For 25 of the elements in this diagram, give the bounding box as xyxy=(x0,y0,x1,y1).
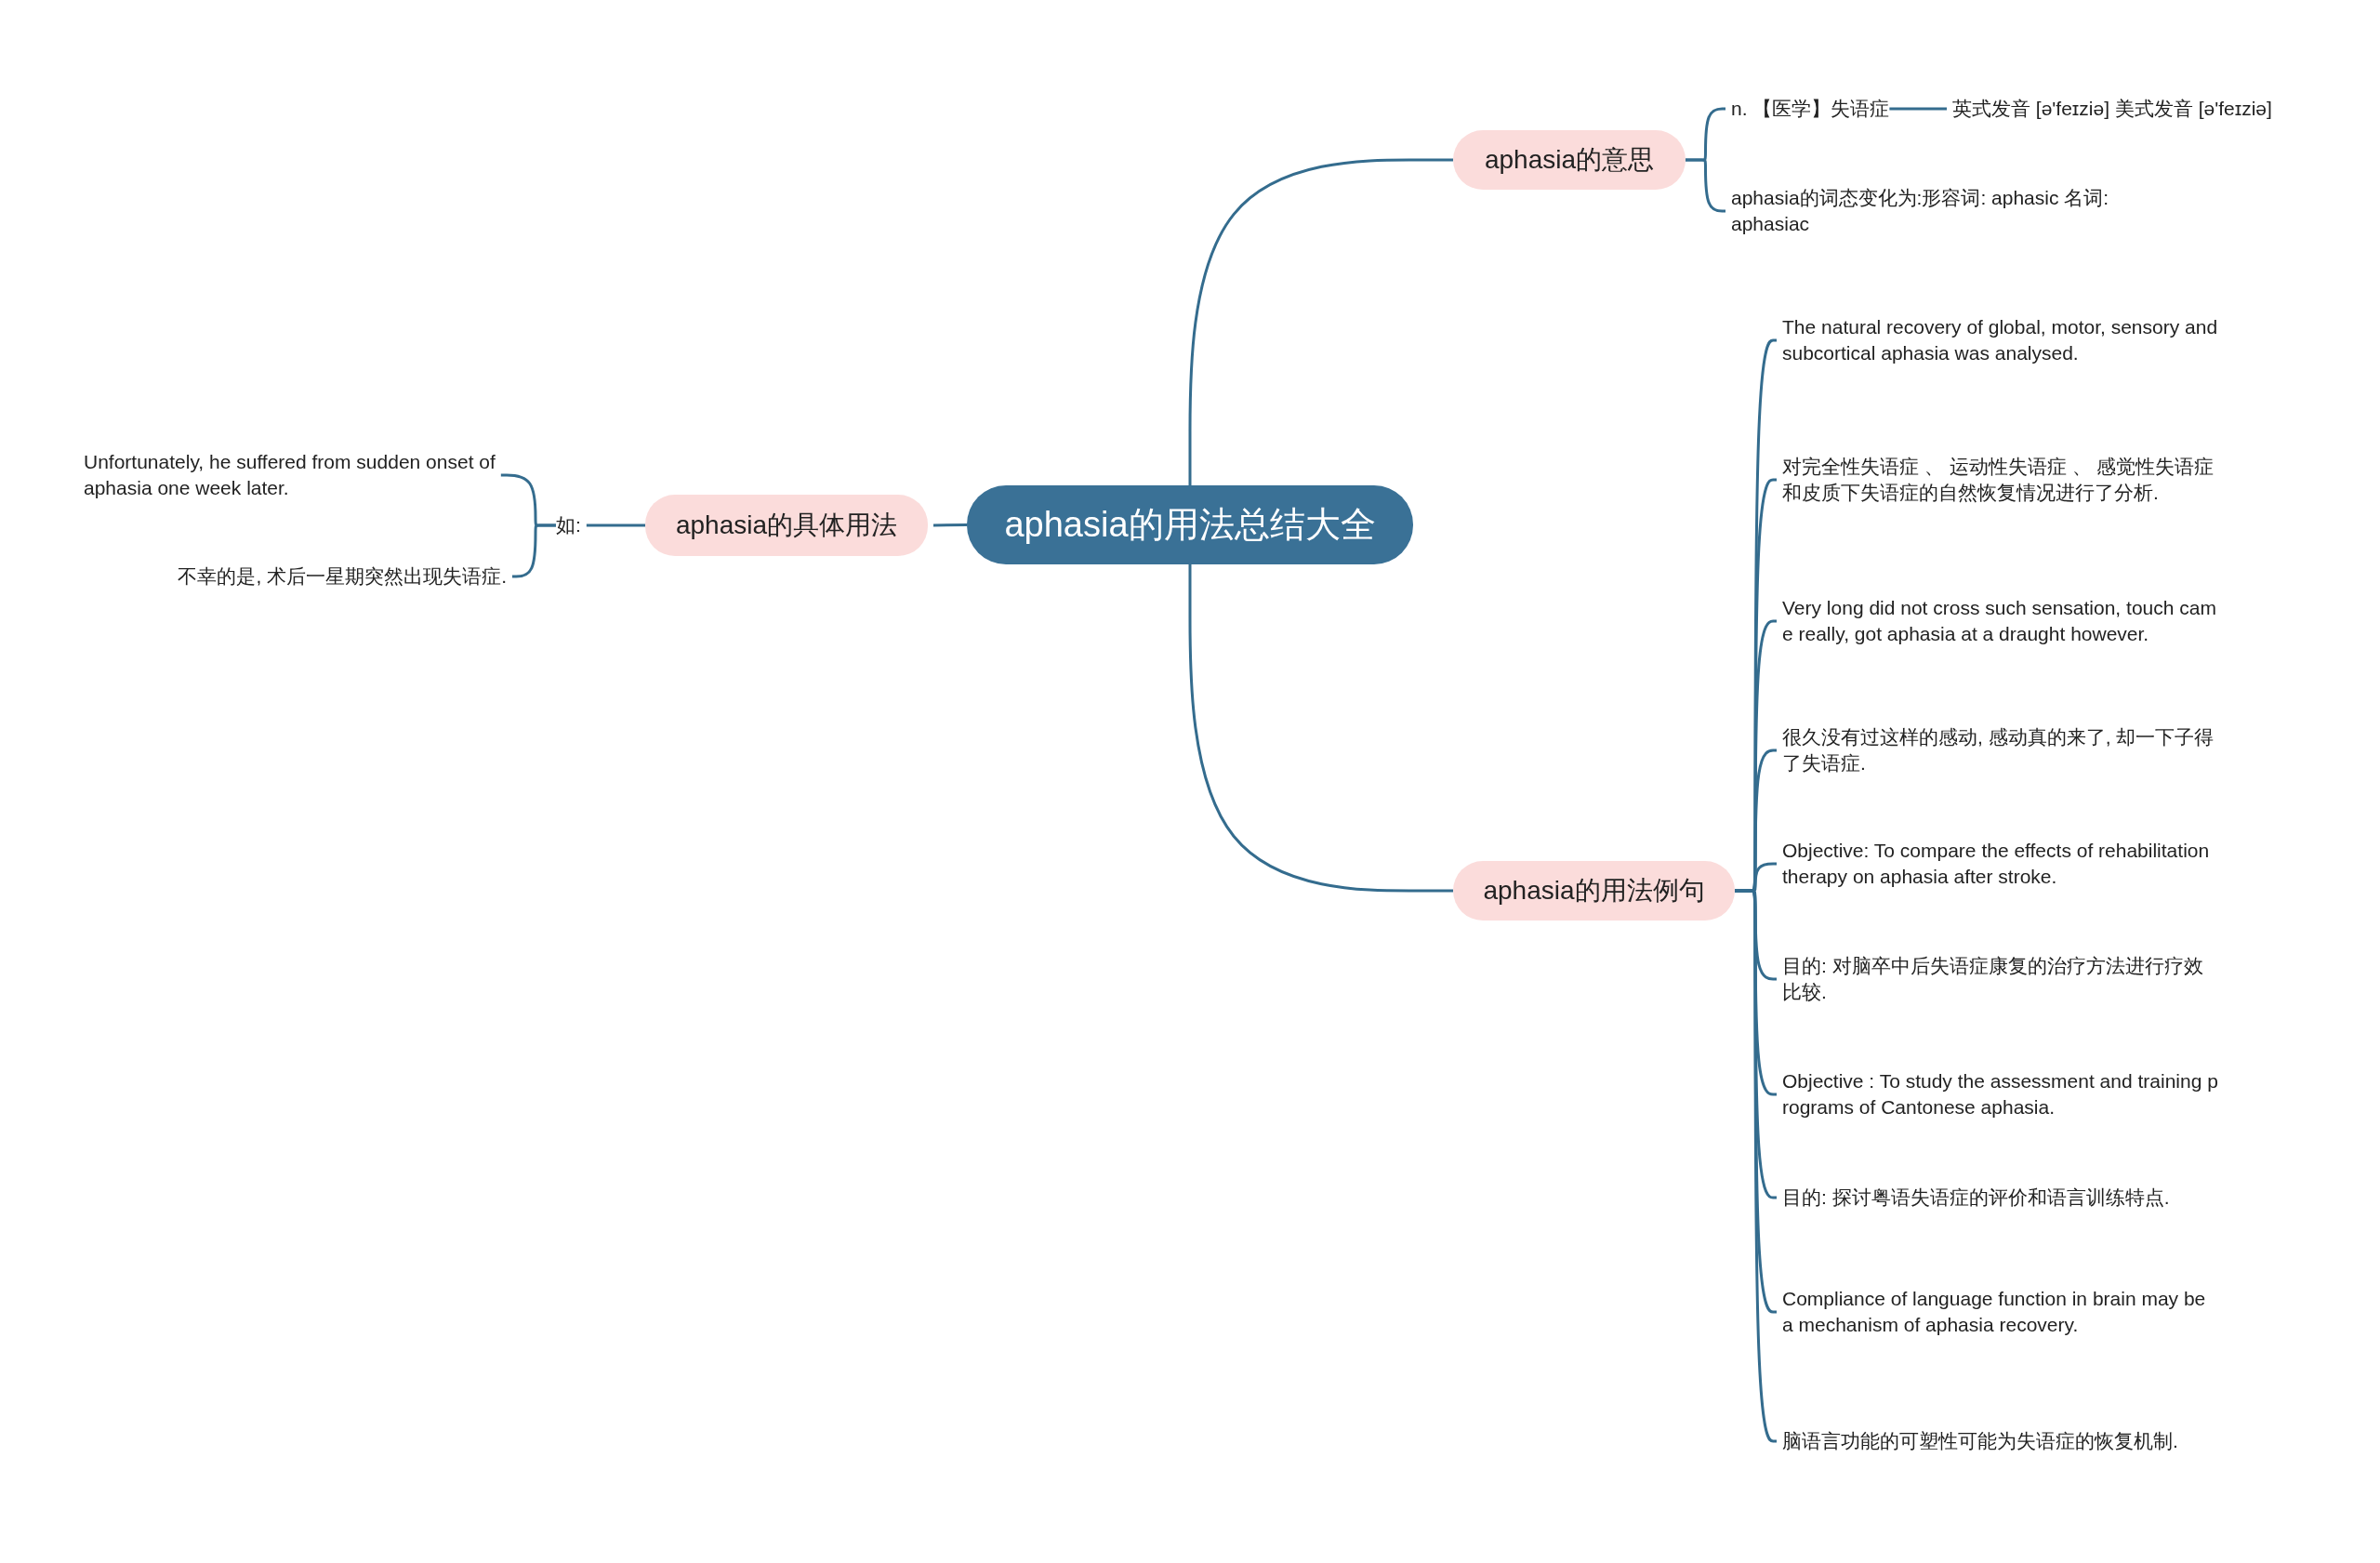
connector-line xyxy=(1188,158,1453,485)
connector-line xyxy=(1889,107,1947,111)
subtopic-text: The natural recovery of global, motor, sensory and subcortical aphasia was analysed. xyxy=(1782,314,2219,366)
topic-pill: aphasia的具体用法 xyxy=(645,495,928,556)
subtopic-text: 对完全性失语症 、 运动性失语症 、 感觉性失语症和皮质下失语症的自然恢复情况进行了分析. xyxy=(1782,454,2219,506)
subtopic-text: 很久没有过这样的感动, 感动真的来了, 却一下子得了失语症. xyxy=(1782,724,2219,776)
subtopic-text: 目的: 对脑卒中后失语症康复的治疗方法进行疗效比较. xyxy=(1782,953,2219,1005)
subtopic-text: 英式发音 [ə'feɪziə] 美式发音 [ə'feɪziə] xyxy=(1952,96,2361,122)
subtopic-text: Compliance of language function in brain may be a mechanism of aphasia recovery. xyxy=(1782,1286,2219,1338)
connector-line xyxy=(1188,564,1453,893)
connector-line xyxy=(932,523,968,527)
subtopic-text: Objective : To study the assessment and training programs of Cantonese aphasia. xyxy=(1782,1068,2219,1120)
subtopic-text: Unfortunately, he suffered from sudden onset of aphasia one week later. xyxy=(84,449,507,501)
subtopic-text: 不幸的是, 术后一星期突然出现失语症. xyxy=(84,563,507,589)
subtopic-text: 如: xyxy=(556,512,593,538)
subtopic-text: aphasia的词态变化为:形容词: aphasic 名词: aphasiac xyxy=(1731,185,2159,237)
subtopic-text: Very long did not cross such sensation, touch came really, got aphasia at a draught however. xyxy=(1782,595,2219,647)
topic-pill: aphasia的意思 xyxy=(1453,130,1686,190)
subtopic-text: n. 【医学】失语症 xyxy=(1731,96,1908,122)
subtopic-text: 目的: 探讨粤语失语症的评价和语言训练特点. xyxy=(1782,1185,2219,1211)
connector-line xyxy=(586,523,645,527)
subtopic-text: Objective: To compare the effects of rehabilitation therapy on aphasia after stroke. xyxy=(1782,838,2219,890)
subtopic-text: 脑语言功能的可塑性可能为失语症的恢复机制. xyxy=(1782,1428,2219,1454)
topic-pill: aphasia的用法例句 xyxy=(1453,861,1735,921)
central-topic: aphasia的用法总结大全 xyxy=(967,485,1413,564)
